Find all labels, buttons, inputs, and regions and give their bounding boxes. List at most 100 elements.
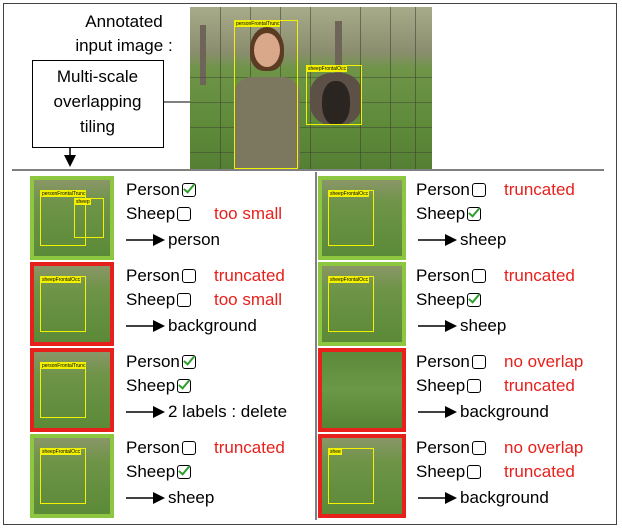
sheep-class-name: Sheep (126, 290, 176, 309)
person-class-name: Person (126, 180, 180, 199)
tile-bbox-label: sheep (75, 199, 91, 205)
tile-bbox-label: sheepFrontalOcc (329, 277, 370, 283)
empty-checkbox-icon (467, 379, 482, 393)
person-class-name: Person (126, 352, 180, 371)
tile-bbox: sheepFrontalOcc (40, 276, 86, 332)
tile-bbox-label: shee (329, 449, 342, 455)
empty-checkbox-icon (181, 441, 196, 455)
tiling-line-2: overlapping (53, 92, 142, 111)
person-label-row: Person (416, 438, 486, 458)
annotated-subtitle: input image : (75, 36, 173, 55)
tile-bbox-label: sheepFrontalOcc (329, 191, 370, 197)
tiling-line-3: tiling (80, 117, 115, 136)
person-label-row: Person (416, 352, 486, 372)
person-label-row: Person (126, 438, 196, 458)
sheep-label-row: Sheep (416, 204, 482, 224)
sheep-class-name: Sheep (416, 204, 466, 223)
tile-bbox: personFrontalTrunc (40, 362, 87, 418)
tile-image: shee (318, 434, 406, 518)
sheep-label-row: Sheep (416, 376, 482, 396)
tile-bbox: sheepFrontalOcc (328, 276, 374, 332)
sheep-note: too small (214, 290, 283, 309)
result-label: 2 labels : delete (168, 402, 288, 421)
checked-checkbox-icon (181, 355, 196, 369)
sheep-note: too small (214, 204, 283, 223)
person-label-row: Person (126, 266, 196, 286)
figure-frame (3, 3, 617, 525)
sheep-label-row: Sheep (416, 462, 482, 482)
empty-checkbox-icon (177, 293, 192, 307)
tiling-line-1: Multi-scale (56, 67, 139, 86)
empty-checkbox-icon (471, 441, 486, 455)
sheep-class-name: Sheep (126, 376, 176, 395)
sheep-label-row: Sheep (126, 462, 192, 482)
empty-checkbox-icon (177, 207, 192, 221)
sheep-label-row: Sheep (416, 290, 482, 310)
tile-image: sheepFrontalOcc (30, 434, 114, 518)
empty-checkbox-icon (471, 355, 486, 369)
checked-checkbox-icon (177, 465, 192, 479)
checked-checkbox-icon (467, 207, 482, 221)
person-class-name: Person (416, 352, 470, 371)
bbox-sheep: sheepFrontalOcc (306, 65, 362, 125)
sheep-class-name: Sheep (416, 290, 466, 309)
tile-bbox-label: sheepFrontalOcc (41, 277, 82, 283)
tile-image: sheepFrontalOcc (30, 262, 114, 346)
sheep-class-name: Sheep (126, 204, 176, 223)
person-note: truncated (214, 438, 285, 457)
empty-checkbox-icon (471, 269, 486, 283)
sheep-class-name: Sheep (416, 462, 466, 481)
person-label-row: Person (416, 180, 486, 200)
person-class-name: Person (416, 180, 470, 199)
empty-checkbox-icon (181, 269, 196, 283)
person-note: truncated (214, 266, 285, 285)
sheep-class-name: Sheep (416, 376, 466, 395)
person-note: truncated (504, 266, 575, 285)
tile-image: sheepFrontalOcc (318, 262, 406, 346)
sheep-label-row: Sheep (126, 204, 192, 224)
tile-bbox: shee (328, 448, 374, 504)
tile-bbox-label: sheepFrontalOcc (41, 449, 82, 455)
tile-scene (322, 352, 402, 428)
bbox-person: personFrontalTrunc (234, 20, 298, 169)
result-label: person (168, 230, 220, 249)
result-label: sheep (460, 230, 507, 249)
checked-checkbox-icon (177, 379, 192, 393)
tile-bbox: sheep (74, 198, 104, 238)
tile-bbox: sheepFrontalOcc (328, 190, 374, 246)
person-note: no overlap (504, 438, 584, 457)
result-label: background (460, 488, 549, 507)
person-label-row: Person (416, 266, 486, 286)
empty-checkbox-icon (471, 183, 486, 197)
sheep-class-name: Sheep (126, 462, 176, 481)
bbox-label-person: personFrontalTrunc (235, 21, 281, 27)
annotated-input-photo: personFrontalTrunc sheepFrontalOcc (190, 7, 432, 169)
person-label-row: Person (126, 180, 196, 200)
result-label: background (460, 402, 549, 421)
annotated-title: Annotated (85, 12, 163, 31)
result-label: background (168, 316, 257, 335)
empty-checkbox-icon (467, 465, 482, 479)
sheep-label-row: Sheep (126, 376, 192, 396)
person-label-row: Person (126, 352, 196, 372)
result-label: sheep (168, 488, 215, 507)
result-label: sheep (460, 316, 507, 335)
sheep-note: truncated (504, 376, 575, 395)
sheep-note: truncated (504, 462, 575, 481)
sheep-label-row: Sheep (126, 290, 192, 310)
checked-checkbox-icon (467, 293, 482, 307)
person-note: no overlap (504, 352, 584, 371)
person-class-name: Person (416, 266, 470, 285)
tiling-box: Multi-scale overlapping tiling (32, 60, 164, 148)
checked-checkbox-icon (181, 183, 196, 197)
person-class-name: Person (126, 266, 180, 285)
person-note: truncated (504, 180, 575, 199)
person-class-name: Person (416, 438, 470, 457)
bbox-label-sheep: sheepFrontalOcc (307, 66, 348, 72)
tile-image (318, 348, 406, 432)
tile-bbox-label: personFrontalTrunc (41, 363, 87, 369)
tile-image: personFrontalTrunc (30, 348, 114, 432)
tile-bbox: personFrontalTrunc (40, 190, 87, 246)
